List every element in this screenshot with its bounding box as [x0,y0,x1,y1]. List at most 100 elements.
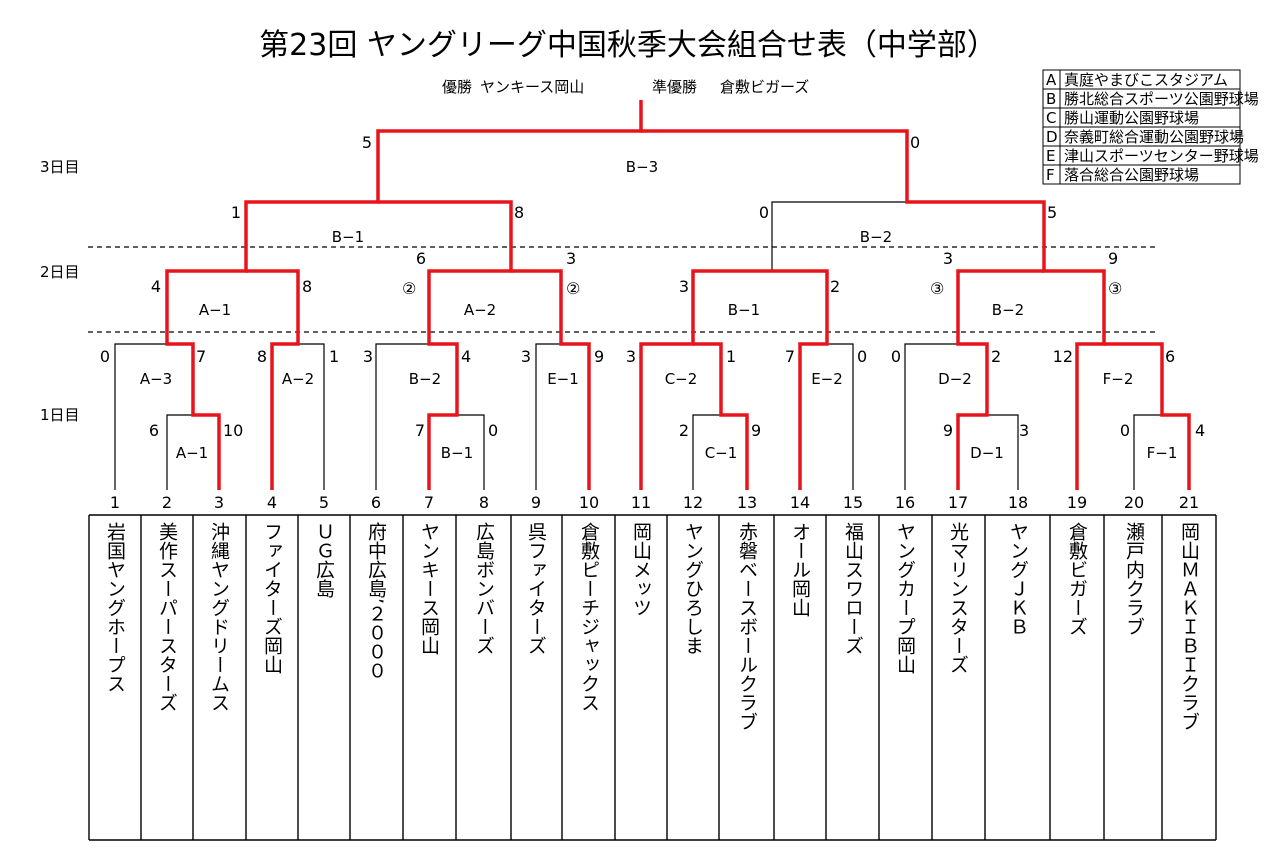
team-name: 倉敷ビガーズ [1066,522,1088,636]
legend-venue: 勝山運動公園野球場 [1064,109,1199,127]
winner-line [165,100,643,490]
match-score-right: 9 [751,421,761,440]
champion-label: 優勝 [442,78,472,96]
match-score-right: 3 [566,249,576,268]
winner-line [956,269,1044,490]
match-score-left: 6 [416,249,426,268]
team-number: 6 [371,493,381,512]
match-score-left: 0 [759,203,769,222]
team-name: 赤磐ベースボールクラブ [736,522,758,731]
match-score-left: 6 [149,421,159,440]
match-venue: A−3 [140,370,172,388]
legend-code: A [1046,71,1057,89]
team-number: 19 [1067,493,1087,512]
team-table [88,514,1217,841]
team-name: ヤングＪＫＢ [1007,522,1029,636]
match-score-left: 3 [521,347,531,366]
team-number: 9 [531,493,541,512]
team-name: ヤングひろしま [682,522,704,655]
match-score-right: 2 [830,277,840,296]
circled-mark: ② [402,279,416,298]
circled-mark: ② [566,279,580,298]
team-number: 5 [319,493,329,512]
team-number: 7 [424,493,434,512]
match-venue: A−1 [199,301,231,319]
team-number: 15 [843,493,863,512]
team-name: オール岡山 [789,522,811,617]
bracket-line [771,201,1045,271]
match-score-left: 3 [626,347,636,366]
team-name: ファイターズ岡山 [261,522,283,674]
legend-code: B [1046,90,1056,108]
winner-line [1104,342,1191,490]
team-number: 12 [683,493,703,512]
team-name: 岡山メッツ [630,522,652,617]
match-venue: B−1 [441,444,473,462]
match-venue: B−3 [626,158,658,176]
legend-venue: 津山スポーツセンター野球場 [1064,147,1259,165]
match-score-left: 3 [679,277,689,296]
team-number: 3 [214,493,224,512]
match-venue: B−2 [992,301,1024,319]
match-score-left: 0 [1120,421,1130,440]
team-number: 10 [579,493,599,512]
match-score-right: 7 [196,347,206,366]
match-score-right: 9 [594,347,604,366]
bracket-line [375,343,458,490]
winner-line [772,269,829,490]
match-score-right: 0 [910,133,920,152]
legend-code: F [1046,166,1055,184]
team-name: 沖縄ヤングドリームス [208,522,230,712]
circled-mark: ③ [1108,279,1122,298]
match-score-right: 4 [461,347,471,366]
team-number: 4 [267,493,277,512]
match-score-left: 1 [231,203,241,222]
match-venue: A−2 [464,301,496,319]
match-venue: B−1 [332,228,364,246]
match-score-right: 0 [857,347,867,366]
winner-lines [165,100,1191,490]
winner-line [641,129,1106,490]
team-number: 20 [1124,493,1144,512]
bracket-line [271,343,325,490]
team-number: 2 [162,493,172,512]
legend-code: D [1046,128,1058,146]
match-score-left: 8 [257,347,267,366]
match-venue: F−2 [1103,370,1134,388]
venue-legend: A 真庭やまびこスタジアム B 勝北総合スポーツ公園野球場 C 勝山運動公園野球… [1042,69,1259,185]
match-score-left: 7 [415,421,425,440]
team-number: 1 [110,493,120,512]
match-venue: E−2 [811,370,843,388]
team-name: 呉ファイターズ [525,522,547,655]
match-score-left: 4 [151,277,161,296]
match-venue: D−2 [938,370,972,388]
team-number: 8 [479,493,489,512]
match-score-right: 6 [1165,347,1175,366]
legend-venue: 勝北総合スポーツ公園野球場 [1064,90,1259,108]
match-score-right: 9 [1108,249,1118,268]
day-label-3: 3日目 [40,158,80,176]
team-name: 瀬戸内クラブ [1123,522,1145,636]
bracket-line [799,343,854,490]
match-score-right: 8 [302,277,312,296]
team-name: 美作スーパースターズ [156,522,178,712]
legend-venue: 奈義町総合運動公園野球場 [1064,128,1244,146]
team-name: 岡山ＭＡＫＩＢＩクラブ [1178,522,1200,731]
match-score-right: 5 [1047,203,1057,222]
match-venue: B−1 [728,301,760,319]
team-name: ヤンキース岡山 [418,522,440,655]
team-name: ヤングカープ岡山 [894,522,916,674]
day-label-2: 2日目 [40,263,80,281]
match-venue: A−1 [176,444,208,462]
match-score-right: 0 [488,421,498,440]
runner-up-name: 倉敷ビガーズ [720,78,809,96]
match-venue: C−1 [705,444,738,462]
match-score-left: 3 [363,347,373,366]
match-score-left: 5 [362,133,372,152]
match-score-right: 1 [726,347,736,366]
team-number: 13 [737,493,757,512]
bracket-line [640,343,722,490]
winner-line [511,269,591,490]
team-number: 16 [895,493,915,512]
